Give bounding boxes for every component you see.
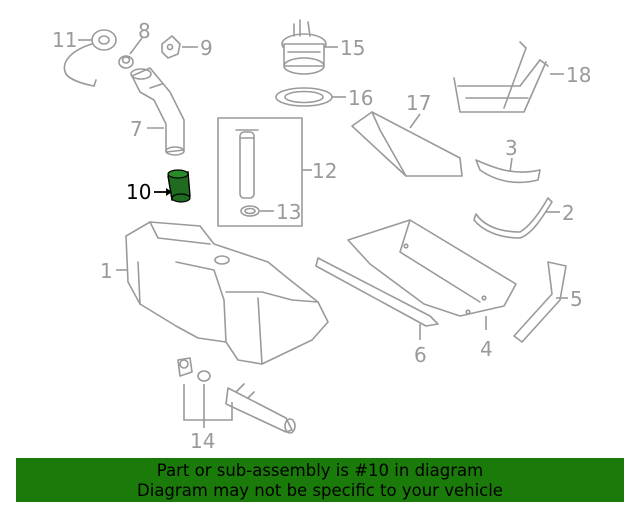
part-1-fuel-tank[interactable] — [125, 221, 329, 365]
part-2-strap[interactable] — [473, 197, 553, 239]
leader-8 — [129, 37, 143, 55]
part-15-pump-module[interactable] — [281, 19, 327, 75]
banner-line-1: Part or sub-assembly is #10 in diagram — [156, 461, 484, 480]
part-4-skid-plate[interactable] — [347, 219, 517, 317]
part-16-lock-ring[interactable] — [275, 87, 333, 107]
callout-13: 13 — [276, 200, 301, 224]
callout-8: 8 — [138, 19, 151, 43]
callout-7: 7 — [130, 117, 143, 141]
part-7-filler-neck[interactable] — [130, 67, 185, 156]
part-10-hose-highlighted[interactable] — [167, 169, 191, 203]
part-12-sender-box[interactable] — [217, 117, 312, 227]
part-18-bracket[interactable] — [453, 41, 549, 113]
part-14-hardware[interactable] — [177, 357, 296, 434]
leader-3 — [509, 157, 513, 173]
callout-16: 16 — [348, 86, 373, 110]
callout-2: 2 — [562, 201, 575, 225]
callout-12: 12 — [312, 159, 337, 183]
part-9-clip[interactable] — [161, 35, 181, 59]
part-5-strap[interactable] — [513, 261, 567, 343]
part-11-fuel-cap[interactable] — [63, 29, 117, 87]
callout-14: 14 — [190, 429, 215, 453]
leader-10-arrow — [166, 188, 172, 196]
callout-10[interactable]: 10 — [126, 180, 151, 204]
callout-6: 6 — [414, 343, 427, 367]
part-3-strap[interactable] — [475, 159, 541, 184]
callout-15: 15 — [340, 36, 365, 60]
callout-5: 5 — [570, 287, 583, 311]
callout-3: 3 — [505, 136, 518, 160]
callout-18: 18 — [566, 63, 591, 87]
part-13-o-ring[interactable] — [240, 205, 260, 217]
callout-11: 11 — [52, 28, 77, 52]
callout-4: 4 — [480, 337, 493, 361]
part-17-heat-shield[interactable] — [351, 111, 463, 177]
callout-17: 17 — [406, 91, 431, 115]
callout-9: 9 — [200, 36, 213, 60]
callout-1: 1 — [100, 259, 113, 283]
leader-17 — [409, 113, 421, 129]
info-banner: Part or sub-assembly is #10 in diagram D… — [16, 458, 624, 502]
banner-line-2: Diagram may not be specific to your vehi… — [137, 481, 503, 500]
part-6-rail[interactable] — [315, 257, 439, 327]
part-8-grommet[interactable] — [118, 55, 134, 69]
